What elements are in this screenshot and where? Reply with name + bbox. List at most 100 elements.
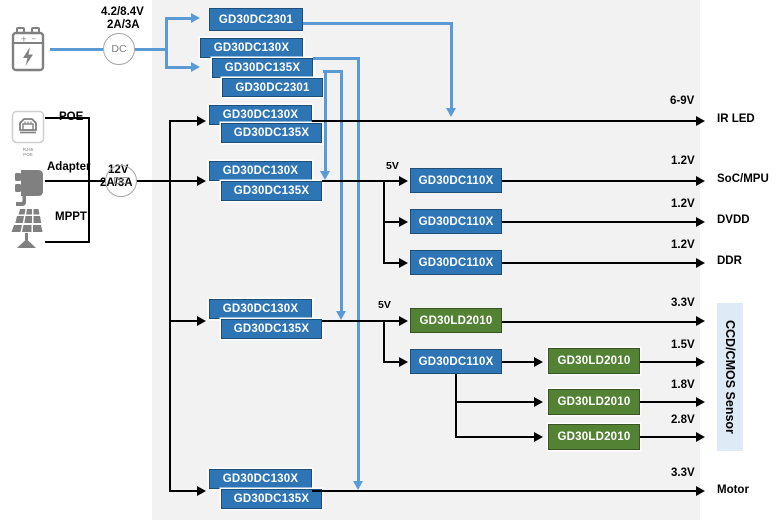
chip-gd30dc130x-b[interactable]: GD30DC130X xyxy=(209,105,312,125)
arrowhead-branch-irled xyxy=(197,116,206,126)
wire-to-dc2301-top xyxy=(165,17,193,20)
solar-panel-icon xyxy=(11,208,55,250)
wire-branch-soc xyxy=(169,180,199,182)
arrowhead-out-socmpu xyxy=(696,176,705,186)
arrowhead-sensor-feed-2 xyxy=(399,357,408,367)
wire-mppt xyxy=(45,241,90,243)
chip-gd30dc135x-b[interactable]: GD30DC135X xyxy=(221,123,322,143)
chip-gd30dc130x-d[interactable]: GD30DC130X xyxy=(209,299,312,319)
adapter-icon xyxy=(12,165,52,213)
wire-branch-motor xyxy=(169,490,199,492)
arrowhead-dc110x-to-ldo-18 xyxy=(534,397,543,407)
arrowhead-sensor-feed-1 xyxy=(399,316,408,326)
rj45-icon xyxy=(11,110,45,144)
output-voltage-sensor-33: 3.3V xyxy=(671,297,695,309)
arrowhead-soc-feed-3 xyxy=(399,258,408,268)
arrowhead-2301b-to-sensor xyxy=(336,311,346,320)
chip-gd30dc135x-d[interactable]: GD30DC135X xyxy=(221,319,322,339)
wire-out-sensor-18 xyxy=(640,401,698,403)
wire-soc-5v-rail xyxy=(322,180,384,182)
wire-soc-feed-3 xyxy=(383,262,401,264)
wire-dc-input-out xyxy=(137,180,170,182)
blue-wire-2301b-v xyxy=(340,70,343,313)
arrowhead-dc110x-to-ldo-15 xyxy=(534,357,543,367)
arrowhead-branch-soc xyxy=(197,176,206,186)
wire-soc-feed-2 xyxy=(383,221,401,223)
chip-gd30dc135x-e[interactable]: GD30DC135X xyxy=(221,489,322,509)
wire-dc110x-dist-vert xyxy=(455,374,457,438)
arrowhead-out-sensor-28 xyxy=(696,432,705,442)
output-voltage-dvdd: 1.2V xyxy=(671,198,695,210)
arrowhead-irled-out xyxy=(696,116,705,126)
chip-gd30ld2010-b[interactable]: GD30LD2010 xyxy=(548,348,640,374)
wire-out-sensor-28 xyxy=(640,436,698,438)
arrowhead-out-motor xyxy=(696,486,705,496)
chip-gd30dc135x-a[interactable]: GD30DC135X xyxy=(212,58,313,78)
wire-battery-split-vert xyxy=(165,18,168,68)
arrowhead-out-dvdd xyxy=(696,217,705,227)
svg-text:+: + xyxy=(21,35,28,44)
chip-gd30dc2301-a[interactable]: GD30DC2301 xyxy=(209,8,303,31)
output-load-irled: IR LED xyxy=(717,113,755,125)
wire-dc110x-to-ldo-15 xyxy=(502,361,536,363)
chip-gd30dc130x-a[interactable]: GD30DC130X xyxy=(200,38,303,58)
wire-to-dc130x-top xyxy=(165,66,193,69)
wire-out-ddr xyxy=(502,262,698,264)
wire-sensor-feed-2 xyxy=(383,361,401,363)
arrowhead-2301-to-irled xyxy=(446,108,456,117)
wire-branch-irled xyxy=(169,120,199,122)
chip-gd30dc135x-c[interactable]: GD30DC135X xyxy=(221,181,322,201)
chip-gd30ld2010-c[interactable]: GD30LD2010 xyxy=(548,389,640,415)
chip-gd30dc110x-d[interactable]: GD30DC110X xyxy=(410,349,502,374)
battery-current-label: 2A/3A xyxy=(107,19,140,31)
source-label-mppt: MPPT xyxy=(55,211,87,223)
output-voltage-ddr: 1.2V xyxy=(671,239,695,251)
blue-wire-135x-v xyxy=(357,57,360,483)
wire-sensor-feed-1 xyxy=(383,320,401,322)
chip-gd30ld2010-d[interactable]: GD30LD2010 xyxy=(548,424,640,450)
wire-out-dvdd xyxy=(502,221,698,223)
output-load-socmpu: SoC/MPU xyxy=(717,173,769,185)
arrowhead-branch-motor xyxy=(197,486,206,496)
wire-out-sensor-33 xyxy=(502,321,698,323)
blue-wire-2301b-h xyxy=(323,70,343,73)
arrowhead-2301c-to-soc xyxy=(320,171,330,180)
output-voltage-motor: 3.3V xyxy=(671,467,695,479)
wire-out-motor xyxy=(312,490,698,492)
battery-icon: + – xyxy=(10,25,50,73)
wire-out-sensor-15 xyxy=(640,361,698,363)
chip-gd30dc130x-c[interactable]: GD30DC130X xyxy=(209,161,312,181)
arrowhead-out-sensor-18 xyxy=(696,397,705,407)
arrowhead-branch-sensor xyxy=(197,316,206,326)
wire-branch-sensor xyxy=(169,320,199,322)
output-load-dvdd: DVDD xyxy=(717,214,750,226)
chip-gd30ld2010-a[interactable]: GD30LD2010 xyxy=(410,308,502,333)
wire-sensor-5v-rail xyxy=(322,320,384,322)
output-load-motor: Motor xyxy=(717,484,749,496)
chip-gd30dc110x-c[interactable]: GD30DC110X xyxy=(410,250,502,275)
output-voltage-sensor-18: 1.8V xyxy=(671,379,695,391)
source-label-adapter: Adapter xyxy=(47,161,91,173)
chip-gd30dc110x-b[interactable]: GD30DC110X xyxy=(410,209,502,234)
wire-irled-out xyxy=(312,120,698,122)
wire-main-bus xyxy=(169,120,171,492)
arrowhead-soc-feed-2 xyxy=(399,217,408,227)
arrowhead-dc110x-to-ldo-28 xyxy=(534,432,543,442)
wire-source-bus-vert xyxy=(88,117,90,243)
wire-battery-to-dc xyxy=(50,48,103,51)
blue-wire-135x-h xyxy=(313,57,360,60)
wire-out-socmpu xyxy=(502,180,698,182)
arrowhead-out-sensor-15 xyxy=(696,357,705,367)
output-load-ddr-text: DDR xyxy=(717,255,742,267)
arrowhead-dc2301-top xyxy=(191,13,200,23)
svg-text:–: – xyxy=(32,34,37,44)
battery-voltage-label: 4.2/8.4V xyxy=(101,6,144,18)
arrowhead-135x-to-motor xyxy=(353,481,363,490)
chip-gd30dc110x-a[interactable]: GD30DC110X xyxy=(410,168,502,193)
output-voltage-sensor-28: 2.8V xyxy=(671,414,695,426)
blue-wire-2301-h xyxy=(303,22,453,25)
chip-gd30dc2301-b[interactable]: GD30DC2301 xyxy=(222,78,323,97)
chip-gd30dc130x-e[interactable]: GD30DC130X xyxy=(209,469,312,489)
